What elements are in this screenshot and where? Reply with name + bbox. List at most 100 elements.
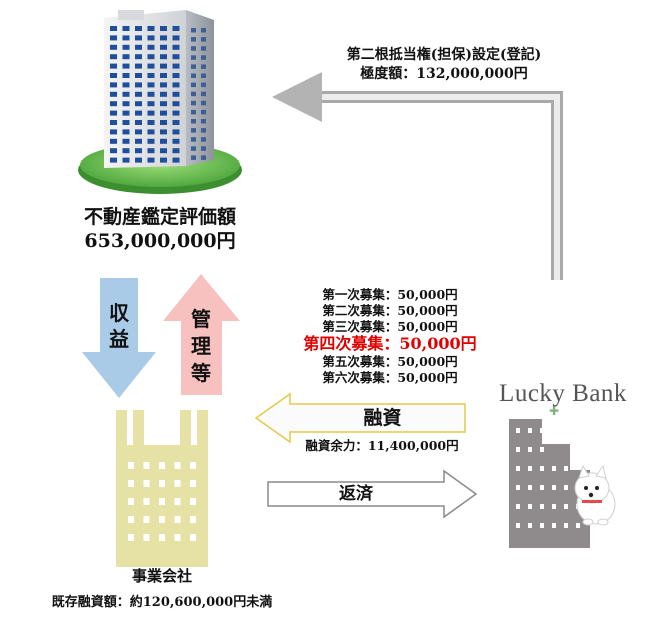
tower-window	[160, 73, 167, 78]
company-window	[128, 480, 134, 487]
company-window	[143, 498, 150, 505]
bank-window	[516, 485, 520, 490]
management-label: 管理等	[191, 307, 211, 385]
tower-window	[191, 146, 196, 151]
tower-window	[172, 91, 180, 97]
tower-window	[122, 129, 130, 135]
tower-window	[147, 63, 155, 69]
repayment-label: 返済	[339, 484, 373, 504]
round-item: 第三次募集：50,000円	[322, 318, 458, 334]
company-window	[174, 534, 181, 541]
tower-window	[122, 138, 130, 144]
mortgage-limit-label: 極度額：132,000,000円	[360, 66, 528, 82]
tower-window	[135, 26, 142, 31]
mortgage-arrow	[272, 72, 563, 280]
tower-window	[110, 110, 117, 116]
tower-window	[160, 91, 167, 97]
tower-window	[122, 35, 130, 41]
tower-window	[191, 55, 196, 60]
bank-window	[564, 504, 568, 509]
tower-window	[160, 138, 167, 144]
property-appraisal-label: 不動産鑑定評価額	[83, 206, 236, 228]
income-label: 収益	[109, 301, 129, 351]
tower-window	[122, 91, 130, 97]
bank-window	[528, 428, 532, 433]
bank-window	[516, 466, 520, 471]
existing-loan-label: 既存融資額：約120,600,000円未満	[51, 595, 273, 610]
tower-window	[191, 119, 196, 124]
loan-label: 融資	[363, 407, 402, 429]
tower-window	[201, 119, 206, 124]
tower-window	[201, 109, 206, 115]
tower-window	[135, 129, 142, 135]
tower-window	[191, 73, 196, 78]
tower-window	[160, 129, 167, 135]
bank-name: Lucky Bank	[480, 380, 646, 408]
bank-window	[552, 523, 556, 528]
tower-window	[135, 35, 142, 41]
company-window	[190, 534, 196, 541]
company-window	[159, 462, 165, 469]
company-window	[159, 480, 165, 487]
bank-name-text: Lucky Bank	[499, 380, 627, 407]
round-item: 第二次募集：50,000円	[322, 302, 458, 318]
tower-window	[147, 110, 155, 116]
tower-window	[172, 35, 180, 41]
bank-window	[516, 428, 520, 433]
tower-window	[110, 120, 117, 125]
company-window	[128, 462, 134, 469]
tower-window	[172, 54, 180, 60]
repayment-arrow	[267, 469, 478, 519]
company-window	[190, 462, 196, 469]
bank-window	[540, 504, 544, 509]
tower-window	[172, 101, 180, 107]
company-window	[174, 462, 181, 469]
company-window	[174, 498, 181, 505]
tower-window	[201, 37, 206, 42]
bank-window	[576, 523, 580, 528]
company-window	[190, 480, 196, 487]
tower-window	[110, 35, 117, 41]
tower-window	[201, 146, 206, 151]
bank-window	[516, 504, 520, 509]
tower-window	[135, 73, 142, 78]
tower-window	[147, 138, 155, 144]
tower-window	[191, 155, 196, 160]
tower-window	[147, 120, 155, 125]
tower-window	[147, 82, 155, 88]
tower-window	[160, 35, 167, 41]
tower-window	[122, 157, 130, 163]
bank-window	[540, 447, 544, 452]
tower-window	[135, 91, 142, 97]
bank-window	[564, 466, 568, 471]
company-window	[143, 480, 150, 487]
round-item-highlighted: 第四次募集：50,000円	[303, 334, 477, 354]
income-arrow	[82, 278, 156, 398]
tower-window	[110, 148, 117, 154]
tower-window	[135, 101, 142, 107]
tower-window	[191, 128, 196, 133]
tower-window	[122, 44, 130, 50]
tower-window	[172, 138, 180, 144]
tower-window	[135, 120, 142, 125]
tower-window	[160, 44, 167, 50]
tower-window	[201, 73, 206, 78]
rounds-list: 第一次募集：50,000円 第二次募集：50,000円 第三次募集：50,000…	[290, 287, 490, 386]
tower-window	[172, 44, 180, 50]
tower-window	[201, 28, 206, 33]
tower-window	[147, 26, 155, 31]
tower-window	[122, 110, 130, 116]
company-window	[143, 534, 150, 541]
company-window	[190, 516, 196, 523]
tower-window	[160, 82, 167, 88]
tower-window	[135, 63, 142, 69]
tower-window	[191, 37, 196, 42]
bank-window	[552, 466, 556, 471]
tower-window	[135, 138, 142, 144]
tower-window	[172, 63, 180, 69]
tower-window	[191, 100, 196, 106]
property-building-icon	[78, 10, 242, 194]
tower-window	[172, 157, 180, 163]
tower-window	[122, 120, 130, 125]
loan-capacity-label: 融資余力：11,400,000円	[305, 438, 459, 453]
